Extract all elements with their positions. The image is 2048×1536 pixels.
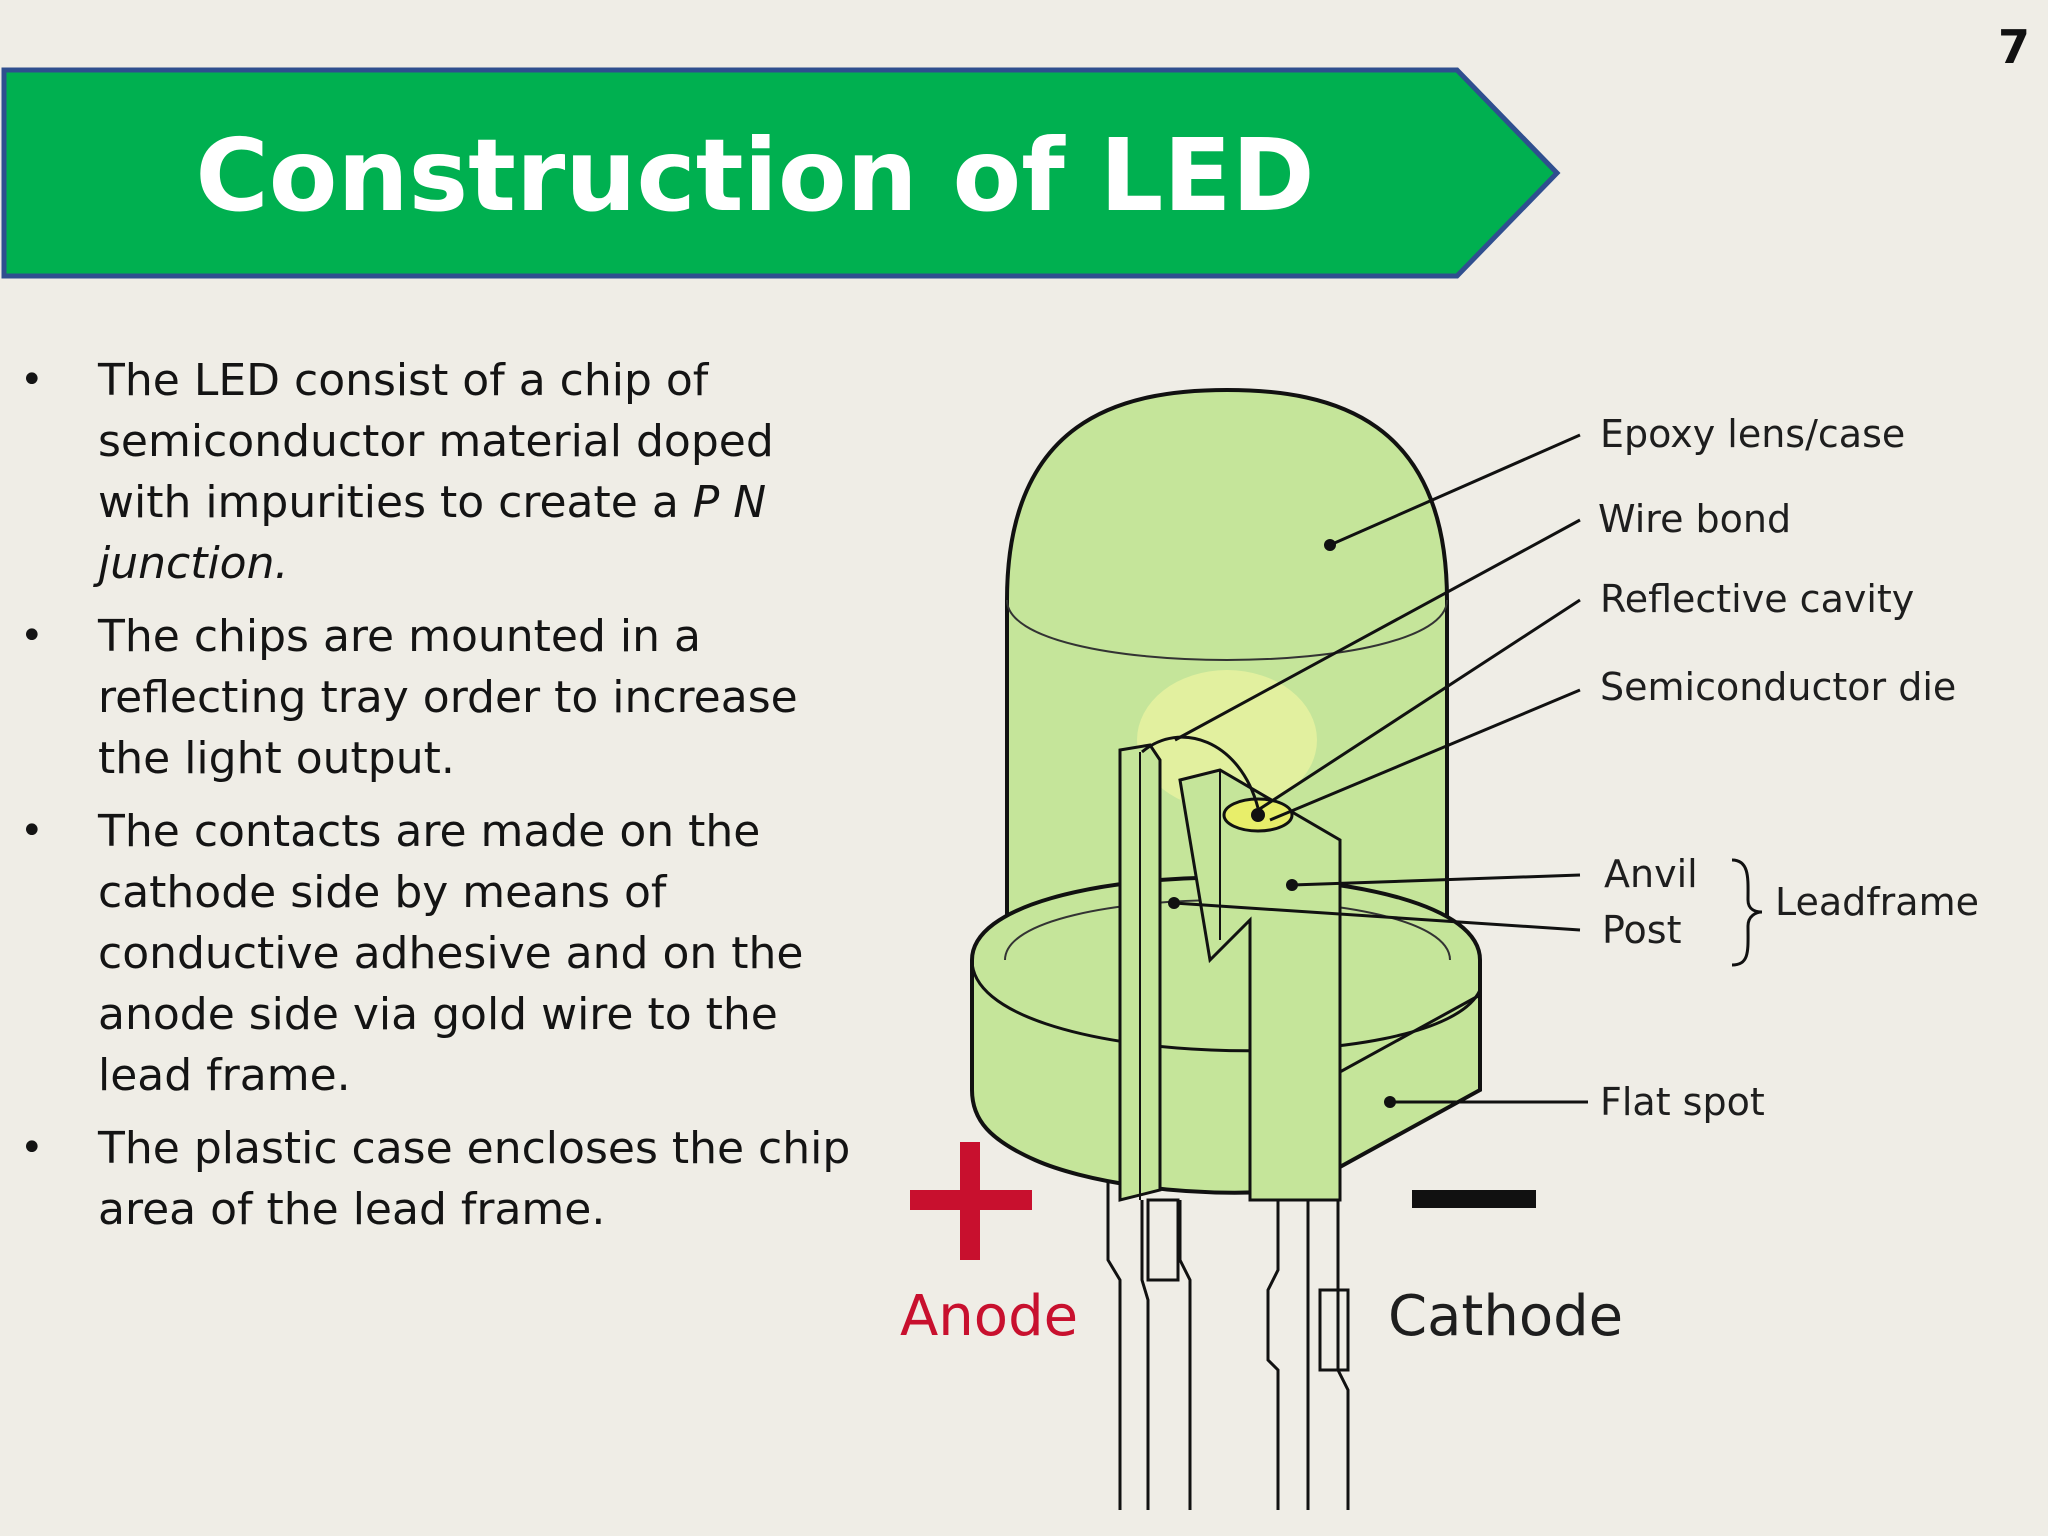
brace-icon (1731, 858, 1763, 967)
leader-lines (1168, 433, 1588, 1108)
bullet-dot-icon: • (20, 1125, 44, 1171)
bullet-italic-text: P N junction. (98, 477, 767, 589)
bullet-text: The LED consist of a chip of semiconduct… (98, 355, 774, 528)
label-semiconductor-die: Semiconductor die (1600, 665, 1956, 709)
epoxy-lens-shape (1005, 387, 1449, 982)
label-wire-bond: Wire bond (1598, 497, 1791, 541)
plus-icon (910, 1142, 1032, 1260)
bullet-dot-icon: • (20, 613, 44, 659)
label-flat-spot: Flat spot (1600, 1080, 1765, 1124)
label-anode: Anode (900, 1284, 1078, 1349)
list-item: • The plastic case encloses the chip are… (0, 1118, 880, 1240)
bullet-text: The contacts are made on the cathode sid… (98, 806, 804, 1101)
page-number: 7 (1997, 20, 2030, 74)
minus-icon (1412, 1190, 1536, 1208)
label-reflective-cavity: Reflective cavity (1600, 577, 1914, 621)
title-banner: Construction of LED (0, 60, 1570, 290)
slide-title: Construction of LED (195, 116, 1315, 234)
external-leads (1106, 1180, 1350, 1510)
list-item: • The contacts are made on the cathode s… (0, 801, 880, 1106)
wire-bond-shape (1141, 735, 1260, 809)
bullet-dot-icon: • (20, 357, 44, 403)
list-item: • The LED consist of a chip of semicondu… (0, 350, 880, 594)
led-diagram: Epoxy lens/case Wire bond Reflective cav… (900, 387, 1979, 1510)
label-cathode: Cathode (1388, 1284, 1623, 1349)
list-item: • The chips are mounted in a reflecting … (0, 606, 880, 789)
post-lead (1118, 743, 1162, 1202)
label-leadframe: Leadframe (1775, 880, 1979, 924)
banner-arrow-shape (1, 67, 1561, 279)
label-post: Post (1602, 908, 1682, 952)
bullet-dot-icon: • (20, 808, 44, 854)
label-epoxy-lens: Epoxy lens/case (1600, 412, 1905, 456)
anvil-lead (1178, 768, 1342, 1202)
bullet-list: • The LED consist of a chip of semicondu… (0, 350, 880, 1252)
bullet-text: The chips are mounted in a reflecting tr… (98, 611, 798, 784)
bullet-text: The plastic case encloses the chip area … (98, 1123, 851, 1235)
label-anvil: Anvil (1604, 852, 1698, 896)
